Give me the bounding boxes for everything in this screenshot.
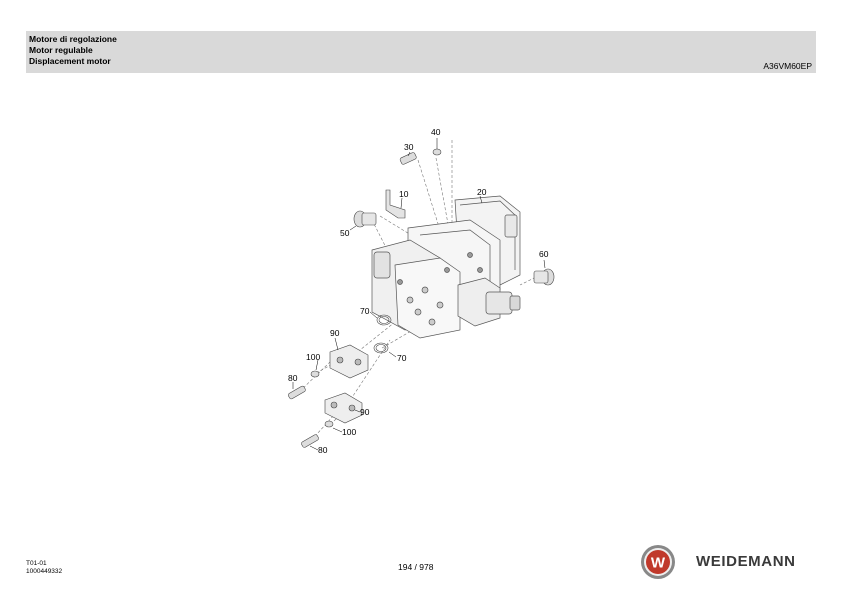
callout-90-upper: 90: [330, 328, 340, 338]
footer-doc-info: T01-01 1000449332: [26, 560, 62, 576]
callout-100-upper: 100: [306, 352, 320, 362]
callout-90-lower: 90: [360, 407, 370, 417]
callout-70-lower: 70: [397, 353, 407, 363]
logo-letter: W: [651, 555, 666, 572]
footer-code: T01-01: [26, 560, 47, 567]
callout-80-lower: 80: [318, 445, 328, 455]
page-number: 194 / 978: [398, 562, 434, 572]
callout-20: 20: [477, 187, 487, 197]
header-bar: Motore di regolazione Motor regulable Di…: [26, 31, 816, 73]
title-spanish: Motor regulable: [29, 45, 93, 55]
title-italian: Motore di regolazione: [29, 34, 117, 44]
callout-10: 10: [399, 189, 409, 199]
callout-50: 50: [340, 228, 350, 238]
title-english: Displacement motor: [29, 56, 111, 66]
weidemann-logo-icon: W: [641, 545, 675, 579]
model-code: A36VM60EP: [763, 61, 812, 71]
brand-name: WEIDEMANN: [696, 553, 796, 570]
callout-60: 60: [539, 249, 549, 259]
callout-40: 40: [431, 127, 441, 137]
callout-70-upper: 70: [360, 306, 370, 316]
callout-100-lower: 100: [342, 427, 356, 437]
footer-doc-number: 1000449332: [26, 568, 63, 575]
callout-80-upper: 80: [288, 373, 298, 383]
callout-30: 30: [404, 142, 414, 152]
title-block: Motore di regolazione Motor regulable Di…: [29, 34, 117, 67]
